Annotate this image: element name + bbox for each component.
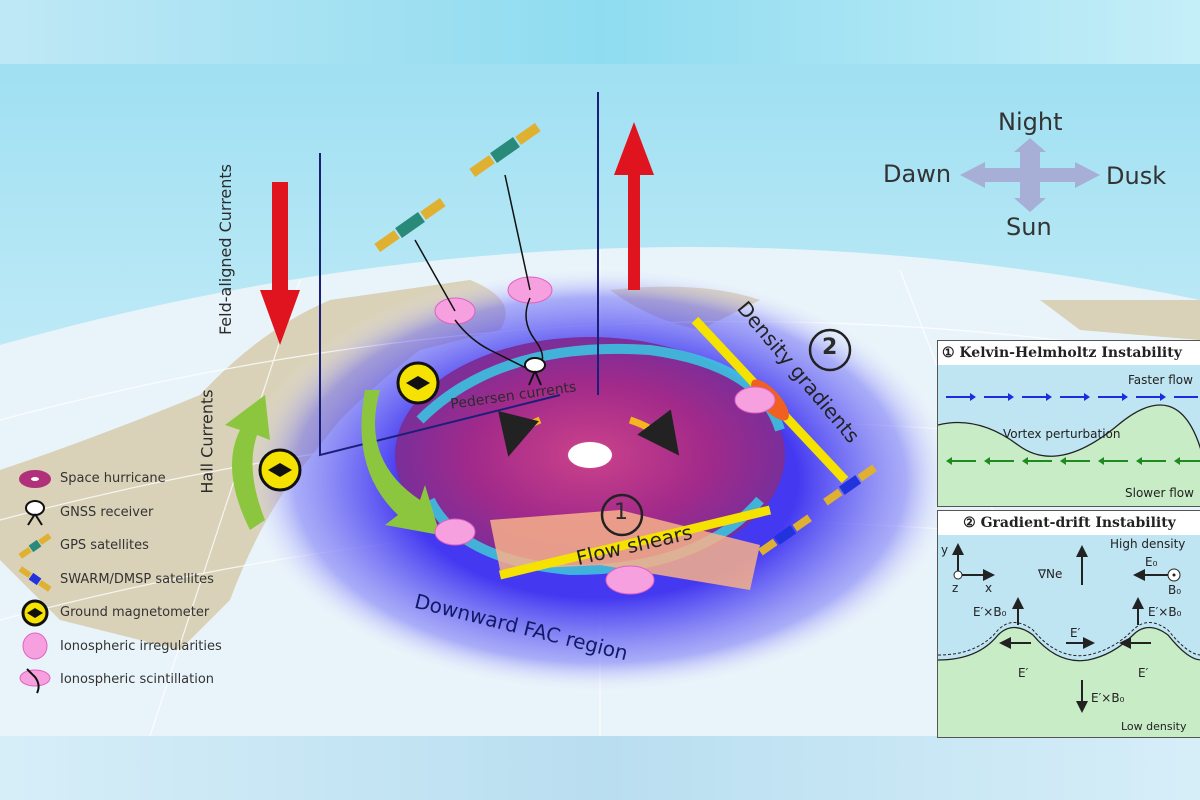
space-hurricane-diagram [0,64,1200,736]
bottom-band [0,736,1200,800]
ground-magnetometer-icon [396,361,440,405]
ground-magnetometer-icon [258,448,302,492]
gd-diagram [938,543,1200,737]
space-hurricane-icon [10,464,60,494]
gps-satellite [469,122,541,178]
legend: Space hurricane GNSS receiver GPS satell… [10,462,222,697]
gps-satellite [374,197,446,253]
axis-x-label: x [985,581,993,595]
gnss-receiver [524,357,546,386]
hall-current-arrow-left [225,395,270,530]
kh-diagram [938,393,1200,506]
marker-1: 1 [614,500,628,525]
legend-item: Ionospheric scintillation [10,663,222,697]
kelvin-helmholtz-panel: ① Kelvin-Helmholtz Instability Faster fl… [937,340,1200,507]
legend-item: Ground magnetometer [10,596,222,630]
field-aligned-currents-label: Feld-aligned Currents [216,163,236,336]
legend-item: GPS satellites [10,529,222,563]
gd-title: ② Gradient-drift Instability [938,511,1200,535]
compass-dawn: Dawn [883,160,952,188]
b0-label: B₀ [1168,583,1182,597]
downward-current-arrow [260,182,300,345]
legend-item: GNSS receiver [10,496,222,530]
compass-night: Night [998,108,1063,136]
exb-down-label: E′×B₀ [1091,691,1125,705]
compass-dusk: Dusk [1106,162,1167,190]
marker-2: 2 [822,335,838,360]
gnss-receiver-icon [10,497,60,527]
ground-magnetometer-icon [10,598,60,628]
low-density-label: Low density [1121,720,1187,733]
grad-ne-label: ∇Ne [1038,567,1063,581]
exb-right-label: E′×B₀ [1148,605,1182,619]
e-prime-left-label: E′ [1018,666,1029,680]
e-prime-mid-label: E′ [1070,626,1081,640]
swarm-dmsp-satellite-icon [10,564,60,594]
gps-satellite-icon [10,531,60,561]
ionospheric-scintillation-icon [10,665,60,695]
compass-sun: Sun [1006,213,1052,241]
slower-flow-label: Slower flow [1125,486,1194,500]
e0-label: E₀ [1145,555,1158,569]
compass-cross [960,138,1100,212]
vortex-perturbation-label: Vortex perturbation [1003,427,1121,441]
legend-item: Space hurricane [10,462,222,496]
marker-1-circle [600,493,644,537]
kh-title: ① Kelvin-Helmholtz Instability [938,341,1200,365]
axis-z-label: z [952,581,959,595]
high-density-label: High density [1110,537,1186,551]
swarm-dmsp-satellite [823,464,877,506]
legend-item: SWARM/DMSP satellites [10,563,222,597]
gradient-drift-panel: ② Gradient-drift Instability High densit… [937,510,1200,738]
legend-item: Ionospheric irregularities [10,630,222,664]
vortex-eye [568,442,612,468]
upward-current-arrow [614,122,654,290]
hall-current-arrow-right [361,390,440,535]
swarm-dmsp-satellite [758,514,812,556]
marker-2-circle [808,328,852,372]
exb-left-label: E′×B₀ [973,605,1007,619]
ionospheric-irregularity-icon [10,631,60,661]
ionospheric-irregularities [434,276,776,595]
axis-y-label: y [941,543,949,557]
e-prime-right-label: E′ [1138,666,1149,680]
top-band [0,0,1200,64]
faster-flow-label: Faster flow [1128,373,1193,387]
flow-shear-line [498,505,772,580]
